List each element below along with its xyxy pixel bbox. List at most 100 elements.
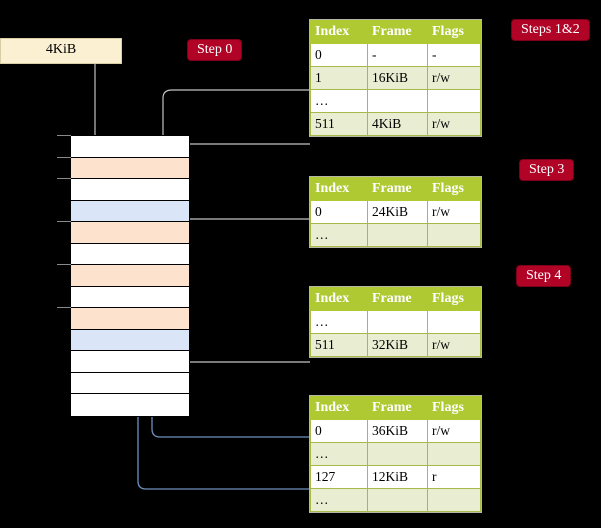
memory-tick-6 xyxy=(57,264,71,265)
cell-index: … xyxy=(310,488,368,512)
cell-index: … xyxy=(310,89,368,113)
column-header-frame: Frame xyxy=(367,287,428,311)
cell-index: 511 xyxy=(310,112,368,136)
column-header-index: Index xyxy=(310,177,368,201)
table-row: … xyxy=(310,310,481,334)
column-header-flags: Flags xyxy=(427,177,481,201)
cell-flags: r/w xyxy=(427,419,481,443)
cell-frame xyxy=(367,89,428,113)
badge-step-3-label: Step 3 xyxy=(529,162,565,177)
memory-tick-4 xyxy=(57,221,71,222)
cell-frame: 12KiB xyxy=(367,465,428,489)
cell-index: … xyxy=(310,442,368,466)
memory-cell-0 xyxy=(57,135,189,158)
memory-cell-6 xyxy=(57,264,189,287)
memory-cell-1 xyxy=(57,156,189,179)
memory-cell-9 xyxy=(71,329,189,351)
cell-frame xyxy=(367,310,428,334)
memory-tick-0 xyxy=(57,135,71,136)
cell-flags xyxy=(427,442,481,466)
cell-flags: - xyxy=(427,43,481,67)
cell-frame: 36KiB xyxy=(367,419,428,443)
cell-flags xyxy=(427,223,481,247)
cell-index: 127 xyxy=(310,465,368,489)
column-header-frame: Frame xyxy=(367,20,428,44)
cell-frame: 24KiB xyxy=(367,200,428,224)
cell-flags xyxy=(427,310,481,334)
table-row: 0-- xyxy=(310,43,481,67)
badge-step-3: Step 3 xyxy=(520,160,574,180)
memory-column xyxy=(57,135,190,417)
cell-index: … xyxy=(310,223,368,247)
line-pdpt-to-mem xyxy=(171,218,310,256)
memory-cell-11 xyxy=(71,372,189,394)
column-header-frame: Frame xyxy=(367,177,428,201)
cell-frame xyxy=(367,488,428,512)
cell-flags: r/w xyxy=(427,112,481,136)
cell-flags xyxy=(427,488,481,512)
cell-index: 0 xyxy=(310,43,368,67)
column-header-frame: Frame xyxy=(367,396,428,420)
memory-tick-8 xyxy=(57,307,71,308)
cell-index: 511 xyxy=(310,333,368,357)
memory-cell-12 xyxy=(71,394,189,416)
memory-cell-5 xyxy=(71,243,189,265)
cell-flags xyxy=(427,89,481,113)
cell-index: 0 xyxy=(310,419,368,443)
cell-frame: - xyxy=(367,43,428,67)
column-header-flags: Flags xyxy=(427,287,481,311)
cell-index: … xyxy=(310,310,368,334)
memory-cell-10 xyxy=(71,351,189,373)
cell-frame: 16KiB xyxy=(367,66,428,90)
cell-flags: r/w xyxy=(427,333,481,357)
memory-cell-4 xyxy=(57,221,189,244)
badge-step-0-label: Step 0 xyxy=(197,42,233,57)
cell-index: 1 xyxy=(310,66,368,90)
memory-tick-1 xyxy=(57,156,71,158)
table-row: … xyxy=(310,488,481,512)
cell-frame: 32KiB xyxy=(367,333,428,357)
column-header-index: Index xyxy=(310,20,368,44)
cell-flags: r xyxy=(427,465,481,489)
line-pd-to-mem xyxy=(173,306,310,363)
memory-cell-8 xyxy=(57,307,189,330)
page-frame-label: 4KiB xyxy=(45,42,77,57)
table-row: … xyxy=(310,223,481,247)
cell-flags: r/w xyxy=(427,66,481,90)
badge-step-4: Step 4 xyxy=(517,266,571,286)
memory-cell-2 xyxy=(57,178,189,201)
column-header-index: Index xyxy=(310,396,368,420)
column-header-index: Index xyxy=(310,287,368,311)
badge-steps-1-2: Steps 1&2 xyxy=(512,20,589,40)
table-row: … xyxy=(310,442,481,466)
page-frame-box: 4KiB xyxy=(0,38,122,64)
table-row: … xyxy=(310,89,481,113)
column-header-flags: Flags xyxy=(427,20,481,44)
badge-step-4-label: Step 4 xyxy=(526,268,562,283)
cell-flags: r/w xyxy=(427,200,481,224)
memory-tick-2 xyxy=(57,178,71,179)
cell-frame xyxy=(367,442,428,466)
memory-cell-3 xyxy=(71,200,189,222)
badge-steps-1-2-label: Steps 1&2 xyxy=(521,22,580,37)
column-header-flags: Flags xyxy=(427,396,481,420)
memory-cell-7 xyxy=(71,286,189,308)
badge-step-0: Step 0 xyxy=(188,40,242,60)
cell-index: 0 xyxy=(310,200,368,224)
cell-frame xyxy=(367,223,428,247)
